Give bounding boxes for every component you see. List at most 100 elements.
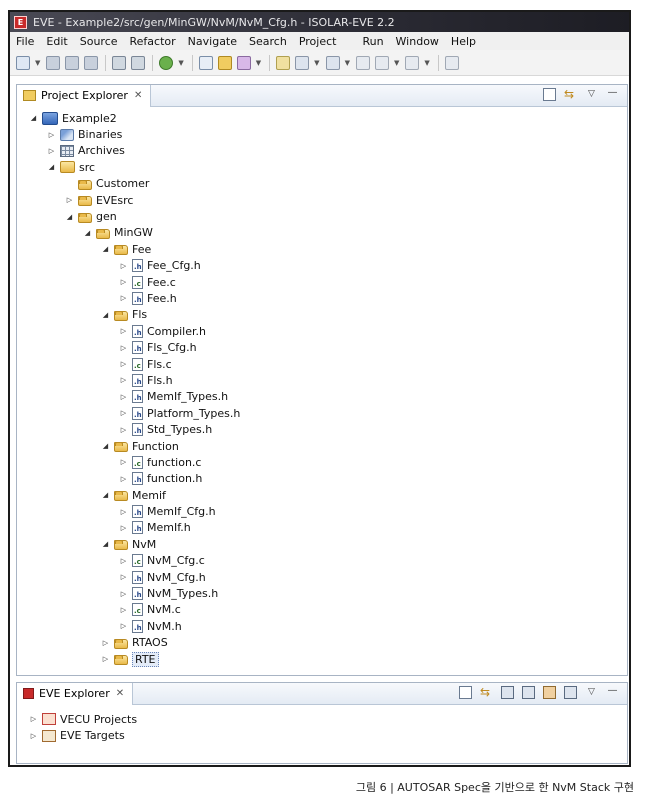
eve-tree-item[interactable]: ▷ VECU Projects xyxy=(17,711,627,727)
menu-search[interactable]: Search xyxy=(249,34,287,48)
next-annotation-dropdown-icon[interactable]: ▼ xyxy=(344,58,350,67)
collapse-icon[interactable]: ◢ xyxy=(30,114,37,123)
expand-icon[interactable]: ▷ xyxy=(102,638,109,647)
expand-icon[interactable]: ▷ xyxy=(120,589,127,598)
save-icon[interactable] xyxy=(46,55,61,70)
expand-icon[interactable]: ▷ xyxy=(120,523,127,532)
tree-item[interactable]: ◢gen xyxy=(17,208,627,224)
minimize-icon[interactable]: — xyxy=(607,87,618,98)
tree-item[interactable]: ◢NvM xyxy=(17,536,627,552)
view-menu-icon[interactable]: ▽ xyxy=(588,89,595,99)
back-icon[interactable] xyxy=(374,55,389,70)
view-menu-icon[interactable]: ▽ xyxy=(588,687,595,697)
menu-edit[interactable]: Edit xyxy=(46,34,68,48)
tree-item[interactable]: ▷Binaries xyxy=(17,126,627,142)
expand-icon[interactable]: ▷ xyxy=(30,715,37,724)
expand-icon[interactable]: ▷ xyxy=(120,573,127,582)
forward-icon[interactable] xyxy=(405,55,420,70)
minimize-icon[interactable]: — xyxy=(607,685,618,696)
expand-icon[interactable]: ▷ xyxy=(120,409,127,418)
expand-icon[interactable]: ▷ xyxy=(120,507,127,516)
expand-icon[interactable]: ▷ xyxy=(120,343,127,352)
memory-icon[interactable] xyxy=(131,55,146,70)
build-icon[interactable] xyxy=(543,686,556,699)
collapse-all-icon[interactable] xyxy=(459,686,472,699)
expand-icon[interactable]: ▷ xyxy=(120,474,127,483)
tab-eve-explorer[interactable]: EVE Explorer ✕ xyxy=(17,682,134,705)
tree-item[interactable]: ▷Customer xyxy=(17,176,627,192)
expand-icon[interactable]: ▷ xyxy=(120,556,127,565)
tree-item[interactable]: ▷RTAOS xyxy=(17,635,627,651)
new-icon[interactable] xyxy=(16,55,30,70)
expand-icon[interactable]: ▷ xyxy=(120,376,127,385)
expand-icon[interactable]: ▷ xyxy=(120,360,127,369)
collapse-icon[interactable]: ◢ xyxy=(66,212,73,221)
debug-icon[interactable] xyxy=(159,55,174,70)
deploy-icon[interactable] xyxy=(522,686,535,699)
tree-item[interactable]: ◢src xyxy=(17,159,627,175)
close-icon[interactable]: ✕ xyxy=(115,688,125,699)
collapse-all-icon[interactable] xyxy=(543,88,556,101)
pin-icon[interactable] xyxy=(444,55,459,70)
expand-icon[interactable]: ▷ xyxy=(120,458,127,467)
tab-project-explorer[interactable]: Project Explorer ✕ xyxy=(17,84,152,107)
tree-item[interactable]: ▷Archives xyxy=(17,143,627,159)
menu-file[interactable]: File xyxy=(16,34,35,48)
back-dropdown-icon[interactable]: ▼ xyxy=(393,58,400,67)
tree-item[interactable]: ◢Function xyxy=(17,438,627,454)
menu-source[interactable]: Source xyxy=(79,34,118,48)
eve-tree-item[interactable]: ▷ EVE Targets xyxy=(17,727,627,743)
expand-icon[interactable]: ▷ xyxy=(120,261,127,270)
collapse-icon[interactable]: ◢ xyxy=(102,491,109,500)
tree-item[interactable]: ▷EVEsrc xyxy=(17,192,627,208)
tree-item[interactable]: ◢MinGW xyxy=(17,225,627,241)
expand-icon[interactable]: ▷ xyxy=(120,392,127,401)
menu-help[interactable]: Help xyxy=(450,34,476,48)
expand-icon[interactable]: ▷ xyxy=(120,278,127,287)
link-with-editor-icon[interactable]: ⇆ xyxy=(480,685,491,699)
collapse-icon[interactable]: ◢ xyxy=(84,228,91,237)
expand-icon[interactable]: ▷ xyxy=(48,146,55,155)
new-dropdown-icon[interactable]: ▼ xyxy=(35,58,41,67)
last-edit-icon[interactable] xyxy=(355,55,370,70)
menu-window[interactable]: Window xyxy=(395,34,439,48)
menu-navigate[interactable]: Navigate xyxy=(187,34,238,48)
pen-icon[interactable] xyxy=(276,55,291,70)
collapse-icon[interactable]: ◢ xyxy=(102,310,109,319)
expand-icon[interactable]: ▷ xyxy=(102,655,109,664)
expand-icon[interactable]: ▷ xyxy=(120,622,127,631)
debug-dropdown-icon[interactable]: ▼ xyxy=(178,58,184,67)
target-config-icon[interactable] xyxy=(501,686,514,699)
next-annotation-icon[interactable] xyxy=(325,55,340,70)
tree-item[interactable]: ◢Example2 xyxy=(17,110,627,126)
save-all-icon[interactable] xyxy=(65,55,80,70)
binary-icon[interactable] xyxy=(112,55,127,70)
expand-icon[interactable]: ▷ xyxy=(120,425,127,434)
menu-refactor[interactable]: Refactor xyxy=(129,34,176,48)
menu-run[interactable]: Run xyxy=(362,34,384,48)
wand-icon[interactable] xyxy=(236,55,251,70)
annotation-icon[interactable] xyxy=(295,55,310,70)
tree-item[interactable]: ▷RTE xyxy=(17,651,627,667)
collapse-icon[interactable]: ◢ xyxy=(48,163,55,172)
expand-icon[interactable]: ▷ xyxy=(120,605,127,614)
collapse-icon[interactable]: ◢ xyxy=(102,540,109,549)
